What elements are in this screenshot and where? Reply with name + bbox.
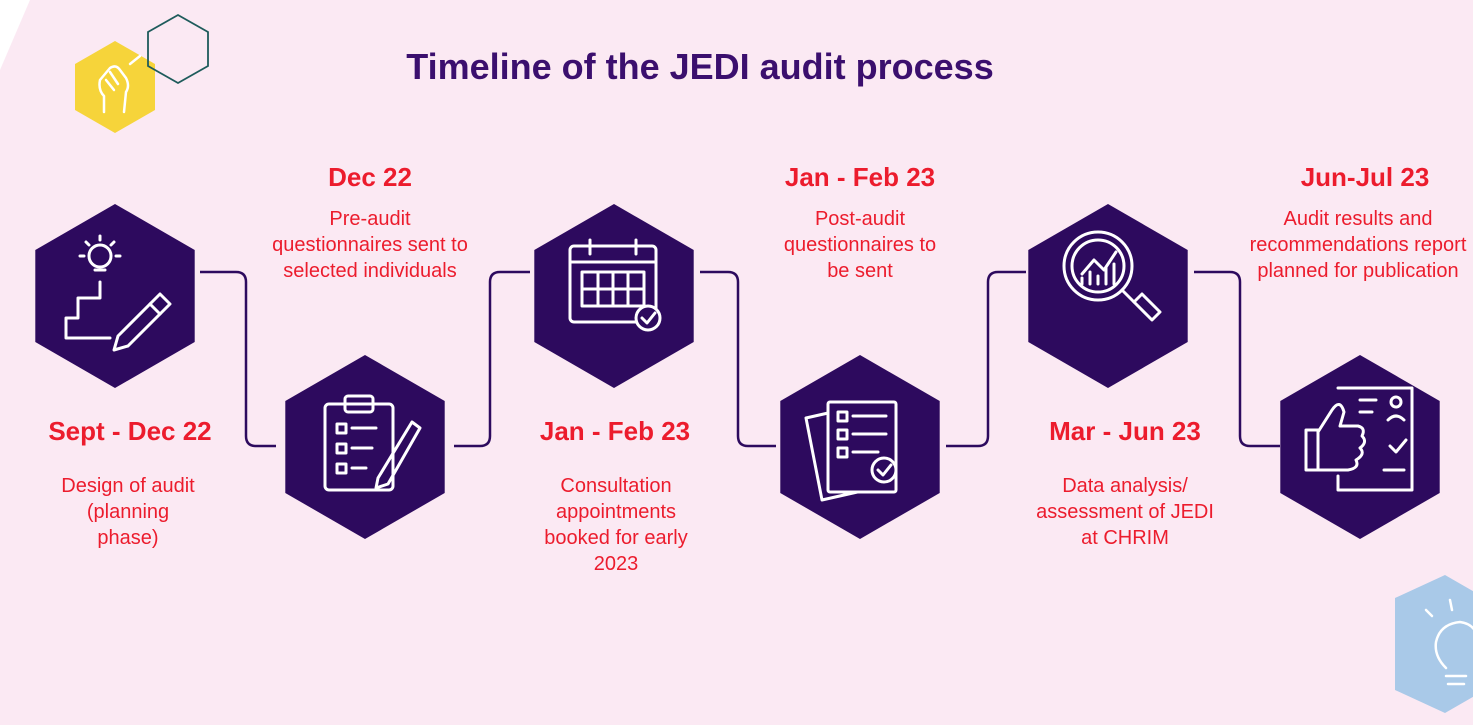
- step-3-description: Consultation appointments booked for ear…: [544, 475, 688, 575]
- page-title: Timeline of the JEDI audit process: [406, 46, 994, 87]
- step-5-description: Data analysis/ assessment of JEDI at CHR…: [1036, 475, 1214, 549]
- step-1-description: Design of audit (planning phase): [61, 475, 195, 549]
- step-4-date: Jan - Feb 23: [784, 162, 936, 192]
- step-4-description: Post-audit questionnaires to be sent: [783, 208, 937, 282]
- step-1-date: Sept - Dec 22: [48, 416, 212, 446]
- documents-check-icon: [804, 400, 898, 502]
- calendar-check-icon: [568, 238, 662, 332]
- timeline-connectors: [200, 270, 1280, 448]
- blue-hexagon: [1395, 575, 1473, 713]
- step-5-date: Mar - Jun 23: [1049, 416, 1201, 446]
- step-5-hexagon: [1028, 204, 1188, 388]
- yellow-hexagon: [75, 41, 155, 133]
- step-6-description: Audit results and recommendations report…: [1249, 208, 1467, 282]
- magnifier-chart-icon: [1062, 230, 1162, 322]
- step-1-hexagon: [35, 204, 195, 388]
- decorative-shapes: [75, 13, 1473, 713]
- corner-accent: [0, 0, 30, 70]
- step-2-description: Pre-audit questionnaires sent to selecte…: [272, 208, 468, 282]
- outline-hexagon: [147, 13, 209, 85]
- fist-icon: [98, 54, 142, 114]
- lightbulb-plan-pencil-icon: [64, 234, 172, 352]
- step-2-date: Dec 22: [328, 162, 412, 192]
- step-3-date: Jan - Feb 23: [539, 416, 691, 446]
- clipboard-checklist-icon: [323, 394, 422, 492]
- thumbs-up-checklist-icon: [1304, 386, 1414, 492]
- step-6-date: Jun-Jul 23: [1300, 162, 1430, 192]
